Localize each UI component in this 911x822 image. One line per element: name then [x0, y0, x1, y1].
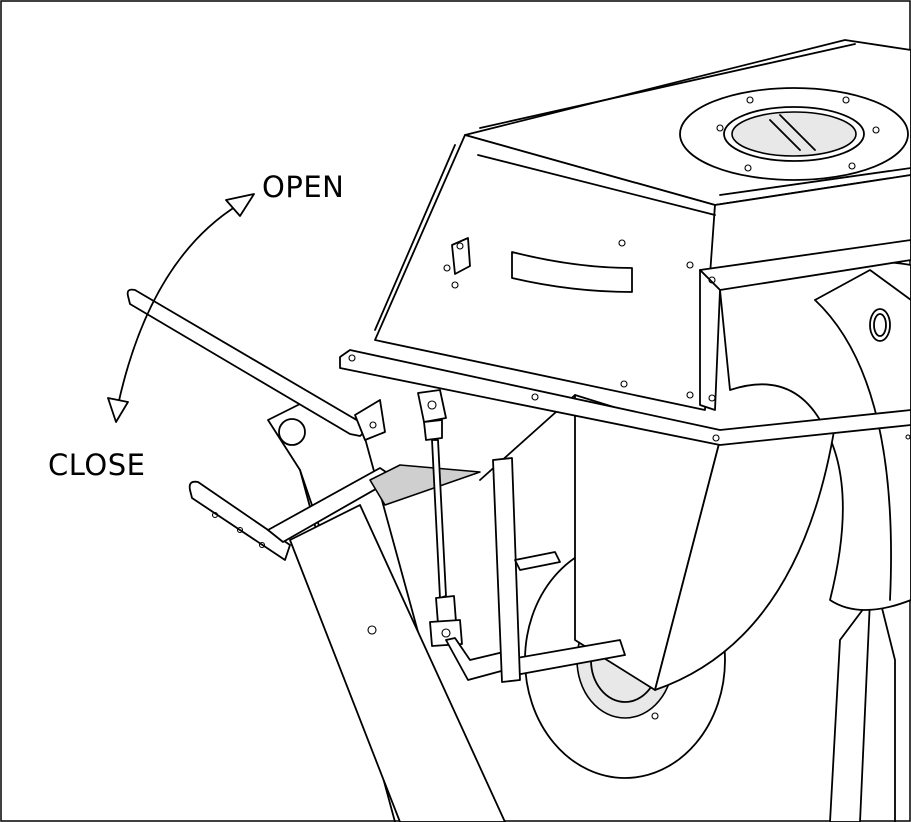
hopper-box — [374, 39, 911, 411]
lower-chute — [479, 394, 836, 691]
close-label: CLOSE — [48, 448, 145, 482]
open-close-arrow — [107, 193, 255, 423]
linkage-rod — [417, 389, 626, 683]
gate-handle-upper — [126, 288, 386, 441]
open-label: OPEN — [262, 170, 344, 204]
flange-plate — [339, 349, 911, 446]
gate-handle-lower — [188, 464, 481, 561]
side-cover — [699, 239, 911, 411]
